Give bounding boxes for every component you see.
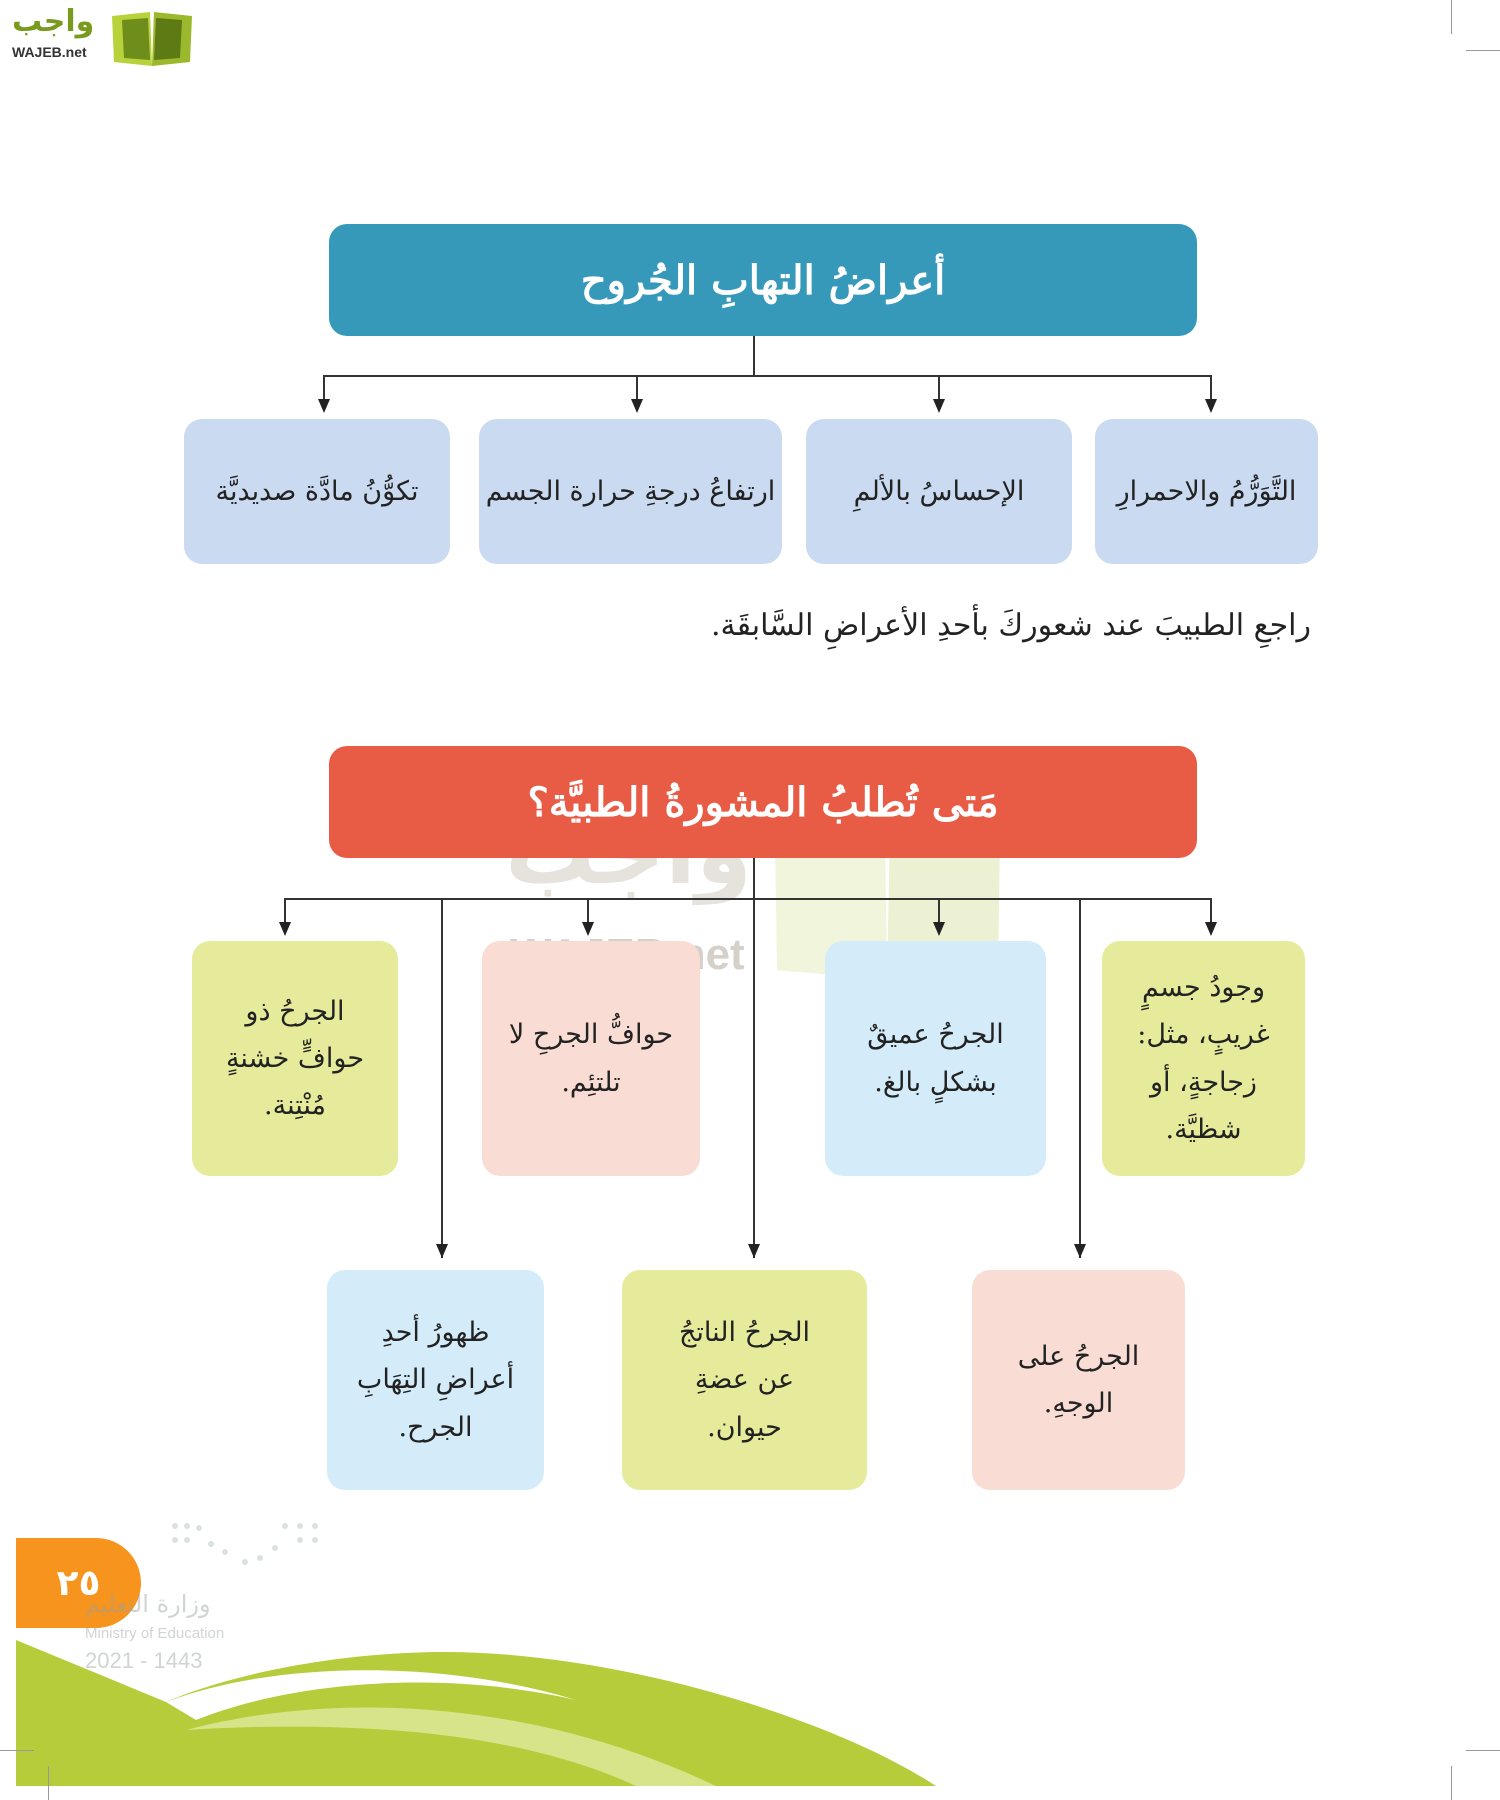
box-text-line: الجرحُ ذو — [245, 995, 345, 1027]
consult-edges-not-healing: حوافُّ الجرحِ لا تلتئِم. — [482, 941, 700, 1176]
box-text-line: حوافٍّ خشنةٍ — [225, 1042, 365, 1074]
connector — [938, 898, 940, 922]
symptom-text: ارتفاعُ درجةِ حرارة الجسم — [485, 475, 776, 507]
box-text-line: الوجهِ. — [1043, 1388, 1114, 1419]
consult-face-wound: الجرحُ على الوجهِ. — [972, 1270, 1185, 1490]
connector — [1079, 898, 1081, 1258]
symptom-swelling: التَّوَرُّمُ والاحمرارِ — [1095, 419, 1318, 564]
connector — [284, 898, 286, 922]
box-text-line: الجرح. — [398, 1411, 473, 1443]
box-text: وجودُ جسمٍ غريبٍ، مثل: زجاجةٍ، أو شظيَّة. — [1137, 964, 1270, 1153]
arrow-down-icon — [932, 399, 945, 413]
consult-foreign-body: وجودُ جسمٍ غريبٍ، مثل: زجاجةٍ، أو شظيَّة. — [1102, 941, 1305, 1176]
crop-mark — [1451, 0, 1452, 34]
box-text-line: غريبٍ، مثل: — [1137, 1019, 1270, 1051]
connector — [753, 858, 755, 1258]
symptom-pain: الإحساسُ بالألمِ — [806, 419, 1072, 564]
box-text: الجرحُ عميقٌ بشكلٍ بالغ. — [867, 1011, 1003, 1106]
box-text-line: بشكلٍ بالغ. — [874, 1066, 997, 1098]
page-number-badge: ٢٥ — [16, 1538, 141, 1628]
arrow-down-icon — [435, 1244, 448, 1258]
crop-mark — [1466, 50, 1500, 51]
consult-title: مَتى تُطلبُ المشورةُ الطبيَّة؟ — [329, 746, 1197, 858]
crop-mark — [1466, 1750, 1500, 1751]
arrow-down-icon — [747, 1244, 760, 1258]
book-icon — [112, 12, 192, 66]
arrow-down-icon — [932, 922, 945, 936]
connector — [636, 375, 638, 399]
box-text-line: الجرحُ الناتجُ — [678, 1317, 811, 1349]
symptom-text: الإحساسُ بالألمِ — [853, 475, 1025, 507]
box-text: الجرحُ الناتجُ عن عضةِ حيوان. — [679, 1309, 810, 1451]
crop-mark — [1451, 1766, 1452, 1800]
consult-title-text: مَتى تُطلبُ المشورةُ الطبيَّة؟ — [527, 778, 999, 826]
connector — [284, 898, 1211, 900]
arrow-down-icon — [1073, 1244, 1086, 1258]
logo-latin: WAJEB.net — [12, 44, 87, 60]
box-text-line: حوافُّ الجرحِ لا — [508, 1019, 674, 1051]
consult-rough-edges: الجرحُ ذو حوافٍّ خشنةٍ مُنْتِنة. — [192, 941, 398, 1176]
connector — [1079, 1240, 1081, 1244]
arrow-down-icon — [1204, 399, 1217, 413]
page-number: ٢٥ — [56, 1562, 101, 1604]
connector — [938, 375, 940, 399]
symptom-fever: ارتفاعُ درجةِ حرارة الجسم — [479, 419, 782, 564]
symptom-text: التَّوَرُّمُ والاحمرارِ — [1116, 475, 1297, 507]
symptoms-title-text: أعراضُ التهابِ الجُروح — [580, 256, 946, 304]
ministry-year: 2021 - 1443 — [85, 1648, 203, 1673]
box-text-line: زجاجةٍ، أو — [1150, 1066, 1257, 1098]
box-text-line: الجرحُ على — [1017, 1340, 1140, 1372]
crop-mark — [48, 1766, 49, 1800]
connector — [441, 898, 443, 1258]
box-text-line: شظيَّة. — [1165, 1113, 1242, 1145]
arrow-down-icon — [317, 399, 330, 413]
box-text-line: أعراضِ التِهَابِ — [356, 1364, 515, 1396]
box-text: ظهورُ أحدِ أعراضِ التِهَابِ الجرح. — [357, 1309, 514, 1451]
symptom-text: تكوُّنُ مادَّة صديديَّة — [215, 475, 419, 507]
ministry-english: Ministry of Education — [85, 1625, 225, 1642]
connector — [753, 336, 755, 376]
box-text-line: تلتئِم. — [561, 1066, 621, 1098]
connector — [441, 1240, 443, 1244]
box-text-line: حيوان. — [707, 1411, 782, 1443]
arrow-down-icon — [1204, 922, 1217, 936]
crop-mark — [0, 1750, 34, 1751]
connector — [323, 375, 325, 399]
connector — [323, 375, 1211, 377]
connector — [587, 898, 589, 922]
arrow-down-icon — [630, 399, 643, 413]
box-text-line: مُنْتِنة. — [264, 1090, 326, 1122]
advice-note: راجعِ الطبيبَ عند شعوركَ بأحدِ الأعراضِ … — [710, 608, 1311, 643]
box-text: الجرحُ على الوجهِ. — [1018, 1333, 1140, 1428]
consult-inflammation-signs: ظهورُ أحدِ أعراضِ التِهَابِ الجرح. — [327, 1270, 544, 1490]
logo-arabic: واجب — [12, 4, 95, 39]
arrow-down-icon — [581, 922, 594, 936]
connector — [1210, 375, 1212, 399]
box-text-line: عن عضةِ — [694, 1364, 795, 1396]
box-text: الجرحُ ذو حوافٍّ خشنةٍ مُنْتِنة. — [226, 988, 364, 1130]
connector — [1210, 898, 1212, 922]
box-text-line: الجرحُ عميقٌ — [867, 1019, 1004, 1051]
decorative-wave — [16, 1640, 936, 1786]
consult-deep-wound: الجرحُ عميقٌ بشكلٍ بالغ. — [825, 941, 1046, 1176]
connector — [753, 1240, 755, 1244]
symptom-pus: تكوُّنُ مادَّة صديديَّة — [184, 419, 450, 564]
symptoms-title: أعراضُ التهابِ الجُروح — [329, 224, 1197, 336]
box-text-line: ظهورُ أحدِ — [381, 1317, 490, 1349]
box-text-line: وجودُ جسمٍ — [1141, 972, 1266, 1003]
consult-animal-bite: الجرحُ الناتجُ عن عضةِ حيوان. — [622, 1270, 867, 1490]
arrow-down-icon — [278, 922, 291, 936]
box-text: حوافُّ الجرحِ لا تلتئِم. — [509, 1011, 673, 1106]
ministry-logo-icon — [172, 1523, 318, 1565]
wajeb-logo: واجب WAJEB.net — [10, 4, 192, 68]
ministry-arabic: وزارة التعليم — [85, 1590, 211, 1618]
